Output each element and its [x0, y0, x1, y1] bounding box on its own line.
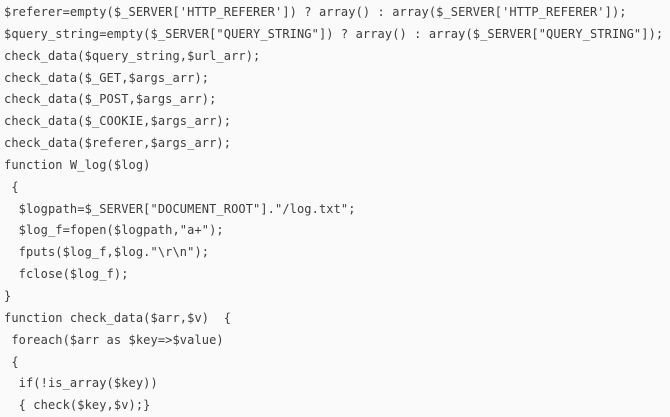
code-line: }: [4, 288, 12, 303]
code-line: fputs($log_f,$log."\r\n");: [4, 245, 210, 260]
code-line: $logpath=$_SERVER["DOCUMENT_ROOT"]."/log…: [4, 201, 356, 216]
code-line: {: [4, 354, 19, 369]
code-line: $query_string=empty($_SERVER["QUERY_STRI…: [4, 26, 664, 41]
code-line: check_data($_COOKIE,$args_arr);: [4, 114, 232, 129]
code-line: {: [4, 179, 19, 194]
code-line: check_data($_GET,$args_arr);: [4, 70, 210, 85]
code-line: foreach($arr as $key=>$value): [4, 332, 224, 347]
code-line: function check_data($arr,$v) {: [4, 310, 232, 325]
code-line: $log_f=fopen($logpath,"a+");: [4, 223, 224, 238]
code-line: check_data($query_string,$url_arr);: [4, 48, 261, 63]
code-line: $referer=empty($_SERVER['HTTP_REFERER'])…: [4, 5, 627, 19]
code-line: { check($key,$v);}: [4, 398, 151, 413]
code-line: check_data($referer,$args_arr);: [4, 136, 232, 151]
code-line: if(!is_array($key)): [4, 376, 158, 391]
code-line: check_data($_POST,$args_arr);: [4, 92, 217, 107]
code-line: fclose($log_f);: [4, 267, 129, 282]
code-line: function W_log($log): [4, 157, 151, 172]
